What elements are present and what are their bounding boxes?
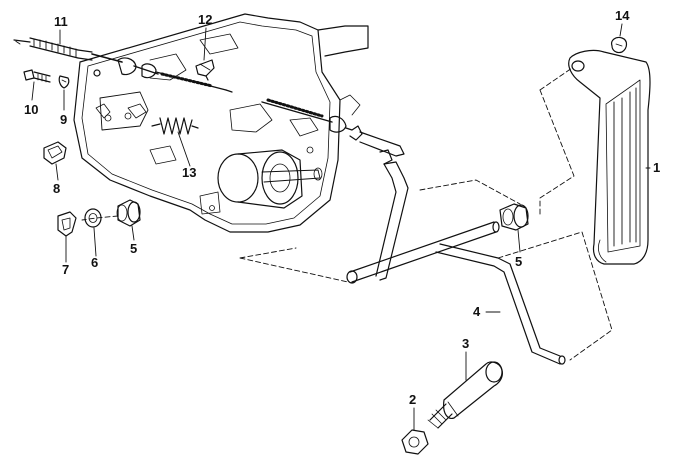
nut-2	[401, 429, 429, 455]
return-spring	[151, 117, 199, 135]
pedal-stop-3	[427, 361, 503, 429]
leader-lines	[31, 23, 651, 431]
callout-5-left: 5	[130, 241, 137, 256]
callout-8: 8	[53, 181, 60, 196]
throttle-cable	[13, 37, 233, 93]
nut-8	[43, 141, 67, 165]
callout-11: 11	[54, 14, 68, 29]
callout-10: 10	[24, 102, 38, 117]
pedal-pad-1	[568, 49, 651, 265]
assembly-guide-lines	[13, 39, 613, 361]
callout-12: 12	[198, 12, 212, 27]
cable-grommet	[195, 59, 215, 81]
callout-3: 3	[462, 336, 469, 351]
callout-2: 2	[409, 392, 416, 407]
callout-numbers: 11 12 14 1 10 9 8 13 7 6 5 5 4 3 2	[24, 8, 660, 407]
callout-6: 6	[91, 255, 98, 270]
callout-14: 14	[615, 8, 630, 23]
pedal-bracket	[73, 13, 369, 233]
callout-7: 7	[62, 262, 69, 277]
callout-9: 9	[60, 112, 67, 127]
callout-4: 4	[473, 304, 481, 319]
callout-1: 1	[653, 160, 660, 175]
lower-cable-segment	[261, 98, 405, 157]
clip-14	[611, 36, 628, 54]
pedal-lever-4	[346, 149, 566, 365]
bushing-5-left	[116, 199, 141, 227]
callout-5-right: 5	[515, 254, 522, 269]
bushing-5-right	[499, 203, 529, 231]
clip-9	[58, 75, 70, 89]
bolt-10	[23, 69, 51, 83]
callout-13: 13	[182, 165, 196, 180]
spring-clip-7	[57, 211, 77, 237]
